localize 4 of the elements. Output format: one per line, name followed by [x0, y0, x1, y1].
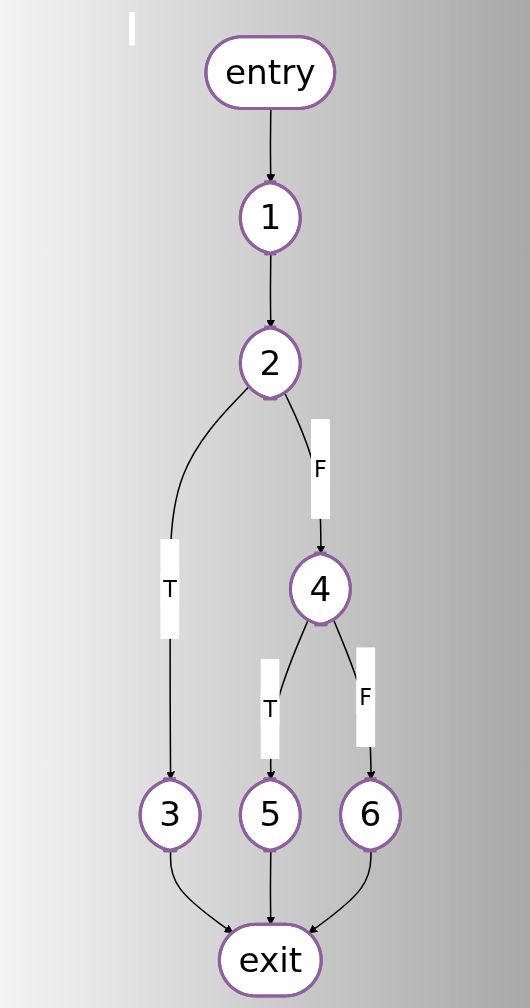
edge-label: T	[263, 696, 278, 722]
edge-label: T	[163, 576, 178, 602]
edge-label: F	[359, 684, 373, 710]
edge-label: F	[314, 456, 328, 482]
